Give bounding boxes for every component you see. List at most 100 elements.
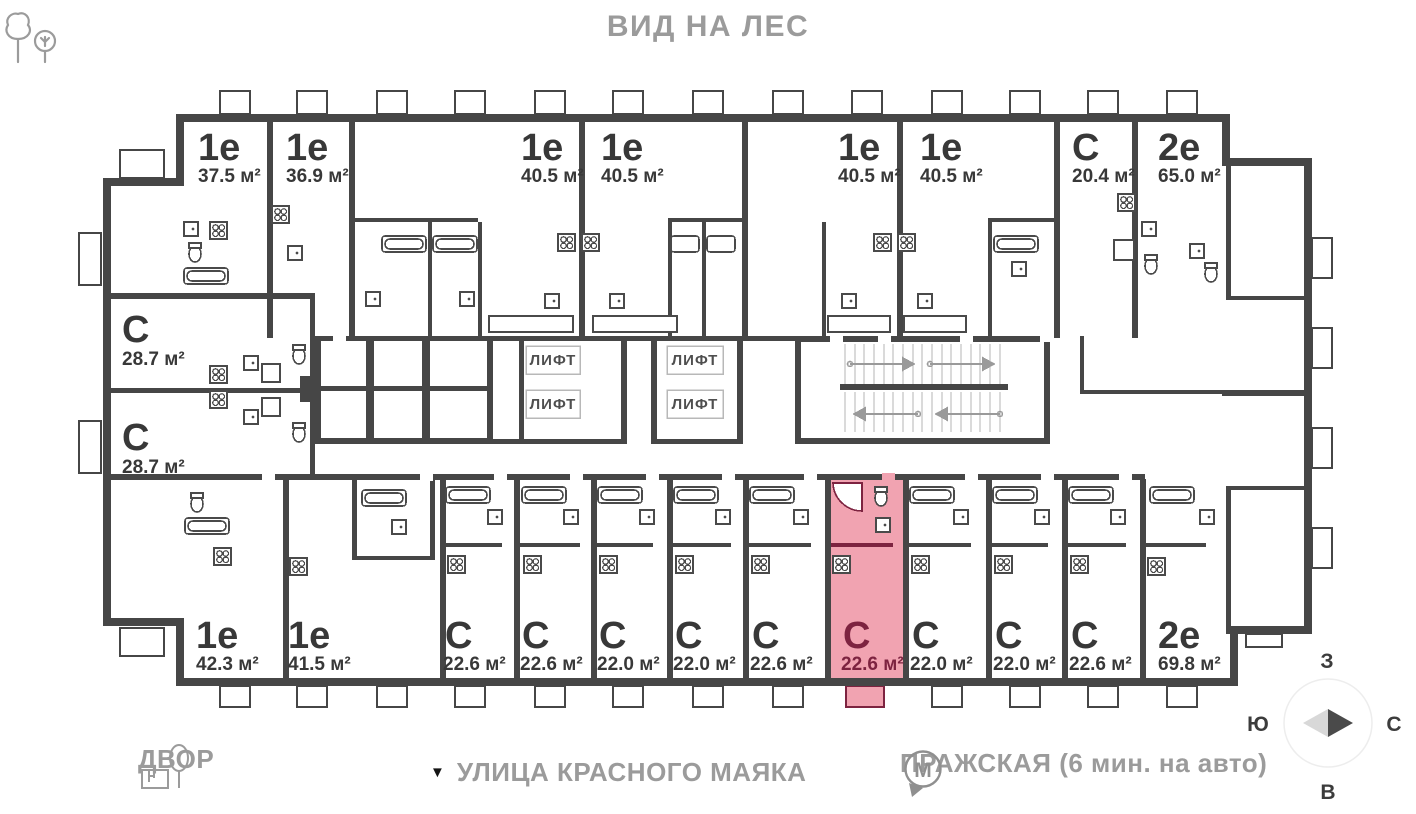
svg-text:1е: 1е: [196, 615, 238, 657]
svg-text:40.5 м²: 40.5 м²: [920, 166, 983, 187]
compass-south: Ю: [1247, 713, 1269, 736]
metro-label: ПРАЖСКАЯ (6 мин. на авто): [900, 748, 1268, 778]
street-label: УЛИЦА КРАСНОГО МАЯКА: [456, 757, 807, 787]
compass: З Ю С В: [1247, 650, 1401, 804]
elevator-label: ЛИФТ: [672, 352, 719, 369]
fixtures: [183, 193, 1218, 576]
metro-icon: М: [904, 750, 942, 797]
metro-letter: М: [914, 759, 932, 782]
svg-text:22.6 м²: 22.6 м²: [750, 654, 813, 675]
svg-text:2е: 2е: [1158, 615, 1200, 657]
unit-bot-5[interactable]: С22.0 м²: [597, 615, 660, 675]
stairwell: [840, 344, 1008, 432]
walls: [103, 114, 1312, 686]
svg-text:С: С: [995, 615, 1022, 657]
unit-bot-3[interactable]: С22.6 м²: [443, 615, 506, 675]
svg-text:41.5 м²: 41.5 м²: [288, 654, 351, 675]
svg-text:65.0 м²: 65.0 м²: [1158, 166, 1221, 187]
legend-street: ▼ УЛИЦА КРАСНОГО МАЯКА: [430, 757, 806, 788]
selected-unit-highlight[interactable]: [828, 478, 905, 680]
elevator-label: ЛИФТ: [672, 396, 719, 413]
svg-text:22.6 м²: 22.6 м²: [1069, 654, 1132, 675]
elevator-label: ЛИФТ: [530, 352, 577, 369]
legend-courtyard: ДВОР: [138, 744, 214, 789]
compass-needle-head: [1328, 709, 1353, 737]
svg-text:28.7 м²: 28.7 м²: [122, 457, 185, 478]
svg-text:22.0 м²: 22.0 м²: [910, 654, 973, 675]
svg-text:С: С: [1071, 615, 1098, 657]
svg-text:С: С: [912, 615, 939, 657]
compass-east: В: [1320, 781, 1335, 804]
unit-bot-6[interactable]: С22.0 м²: [673, 615, 736, 675]
svg-text:40.5 м²: 40.5 м²: [521, 166, 584, 187]
svg-text:С: С: [1072, 127, 1099, 169]
unit-bot-10[interactable]: С22.0 м²: [993, 615, 1056, 675]
svg-text:С: С: [675, 615, 702, 657]
view-banner-label: ВИД НА ЛЕС: [606, 10, 810, 43]
unit-left-2[interactable]: С28.7 м²: [122, 417, 185, 478]
unit-bot-11[interactable]: С22.6 м²: [1069, 615, 1132, 675]
svg-text:1е: 1е: [198, 127, 240, 169]
courtyard-icon: [141, 744, 189, 789]
svg-text:С: С: [122, 417, 149, 459]
unit-bot-7[interactable]: С22.6 м²: [750, 615, 813, 675]
svg-text:С: С: [445, 615, 472, 657]
elevator-label: ЛИФТ: [530, 396, 577, 413]
svg-text:1е: 1е: [286, 127, 328, 169]
svg-text:22.0 м²: 22.0 м²: [673, 654, 736, 675]
svg-text:С: С: [599, 615, 626, 657]
svg-text:1е: 1е: [288, 615, 330, 657]
unit-bot-8-selected[interactable]: С22.6 м²: [841, 615, 904, 675]
unit-bot-9[interactable]: С22.0 м²: [910, 615, 973, 675]
svg-text:36.9 м²: 36.9 м²: [286, 166, 349, 187]
unit-left-1[interactable]: С28.7 м²: [122, 309, 185, 370]
svg-text:37.5 м²: 37.5 м²: [198, 166, 261, 187]
svg-text:С: С: [752, 615, 779, 657]
svg-text:1е: 1е: [601, 127, 643, 169]
svg-text:69.8 м²: 69.8 м²: [1158, 654, 1221, 675]
legend-metro: М ПРАЖСКАЯ (6 мин. на авто): [900, 748, 1268, 797]
svg-text:1е: 1е: [920, 127, 962, 169]
svg-text:2е: 2е: [1158, 127, 1200, 169]
svg-text:22.6 м²: 22.6 м²: [520, 654, 583, 675]
svg-text:22.6 м²: 22.6 м²: [443, 654, 506, 675]
svg-text:С: С: [522, 615, 549, 657]
svg-text:1е: 1е: [521, 127, 563, 169]
compass-circle: [1283, 678, 1373, 768]
svg-text:22.0 м²: 22.0 м²: [993, 654, 1056, 675]
svg-text:40.5 м²: 40.5 м²: [601, 166, 664, 187]
svg-text:22.6 м²: 22.6 м²: [841, 654, 904, 675]
trees-icon: [5, 12, 57, 64]
svg-text:1е: 1е: [838, 127, 880, 169]
svg-text:28.7 м²: 28.7 м²: [122, 349, 185, 370]
compass-west: З: [1320, 650, 1333, 673]
selected-unit-fixtures: [832, 482, 891, 574]
door-openings: [250, 335, 1223, 481]
street-direction-marker: ▼: [430, 764, 445, 781]
svg-text:42.3 м²: 42.3 м²: [196, 654, 259, 675]
elevators: ЛИФТ ЛИФТ ЛИФТ ЛИФТ: [525, 345, 724, 419]
selected-unit-balcony: [845, 685, 885, 708]
compass-needle-tail: [1303, 709, 1328, 737]
svg-text:20.4 м²: 20.4 м²: [1072, 166, 1135, 187]
compass-north: С: [1386, 713, 1401, 736]
view-banner: ВИД НА ЛЕС: [0, 10, 1416, 64]
selected-unit-partition: [831, 543, 893, 547]
svg-text:С: С: [843, 615, 870, 657]
unit-top-7[interactable]: С20.4 м²: [1072, 127, 1135, 187]
unit-bot-4[interactable]: С22.6 м²: [520, 615, 583, 675]
svg-text:40.5 м²: 40.5 м²: [838, 166, 901, 187]
